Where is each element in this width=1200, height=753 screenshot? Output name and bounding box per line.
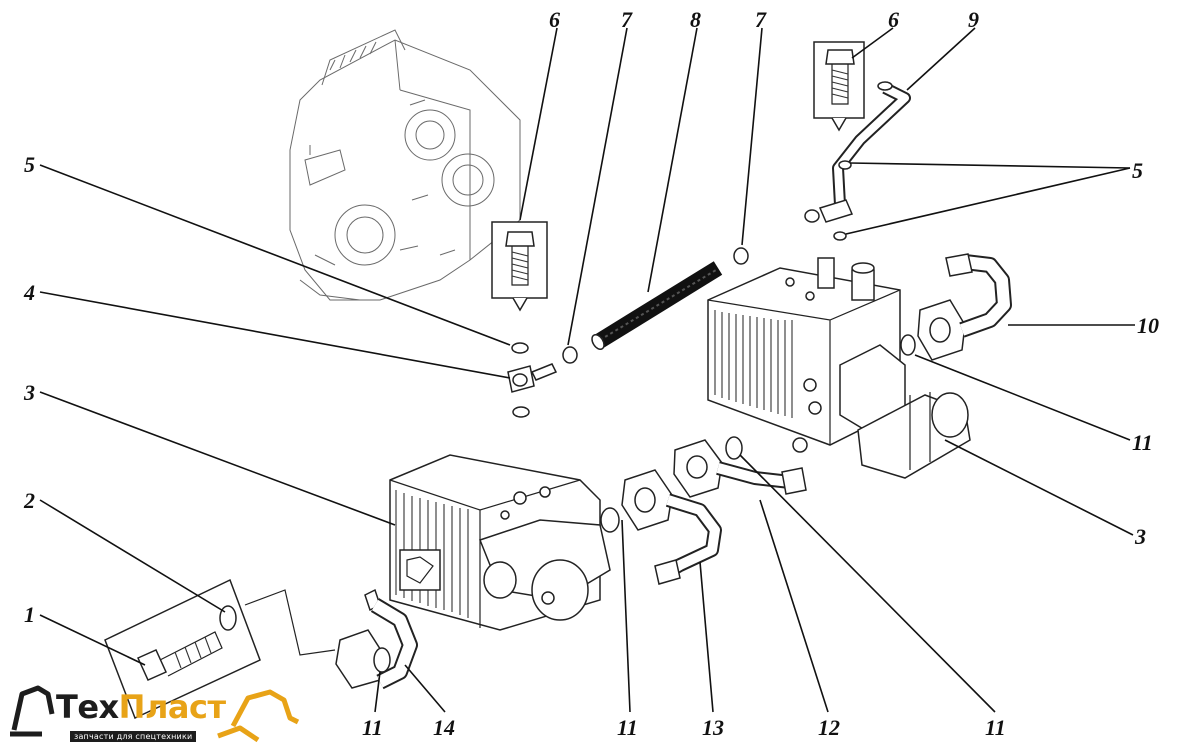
label-7-right: 7	[755, 7, 767, 32]
texplast-logo-text: ТехПласт	[56, 688, 226, 726]
label-14: 14	[433, 715, 455, 740]
label-3-right: 3	[1134, 524, 1146, 549]
label-11-lower-right: 11	[985, 715, 1006, 740]
logo-brand-part1: Тех	[56, 688, 119, 726]
flange-pipe-14	[335, 588, 418, 690]
label-6-right: 6	[888, 7, 899, 32]
fittings-left-cluster	[507, 247, 749, 418]
logo-tagline: запчасти для спецтехники	[70, 731, 197, 742]
label-11-lower-left: 11	[362, 715, 383, 740]
bolt-callout-left	[491, 221, 548, 312]
label-5-right: 5	[1132, 158, 1143, 183]
bolt-callout-1	[104, 578, 336, 720]
label-4: 4	[23, 280, 35, 305]
logo-brand-part2: Пласт	[118, 688, 226, 726]
gearbox-housing	[289, 29, 521, 301]
hydraulic-distributor-upper	[707, 257, 971, 479]
label-13: 13	[702, 715, 724, 740]
label-8: 8	[690, 7, 701, 32]
label-9: 9	[968, 7, 979, 32]
label-12: 12	[818, 715, 840, 740]
label-11-right: 11	[1132, 430, 1153, 455]
label-11-lower-mid: 11	[617, 715, 638, 740]
label-2: 2	[23, 488, 35, 513]
label-3-left: 3	[23, 380, 35, 405]
hydraulic-distributor-lower	[389, 454, 620, 631]
label-7-left: 7	[621, 7, 633, 32]
label-6-left: 6	[549, 7, 560, 32]
label-1: 1	[24, 602, 35, 627]
leader-lines	[39, 27, 1135, 713]
label-5-left: 5	[24, 152, 35, 177]
curved-pipe-9	[804, 81, 911, 241]
part-labels: 6 7 8 7 6 9 5 5 4 10 3 11 2 3 1 11 14 11…	[23, 7, 1159, 740]
texplast-logo-mark	[10, 685, 300, 743]
flange-pipe-13	[621, 469, 722, 585]
flange-pipe-12	[673, 436, 807, 498]
tube-8	[591, 261, 723, 351]
flange-pipe-10	[900, 253, 1012, 361]
label-10: 10	[1137, 313, 1159, 338]
